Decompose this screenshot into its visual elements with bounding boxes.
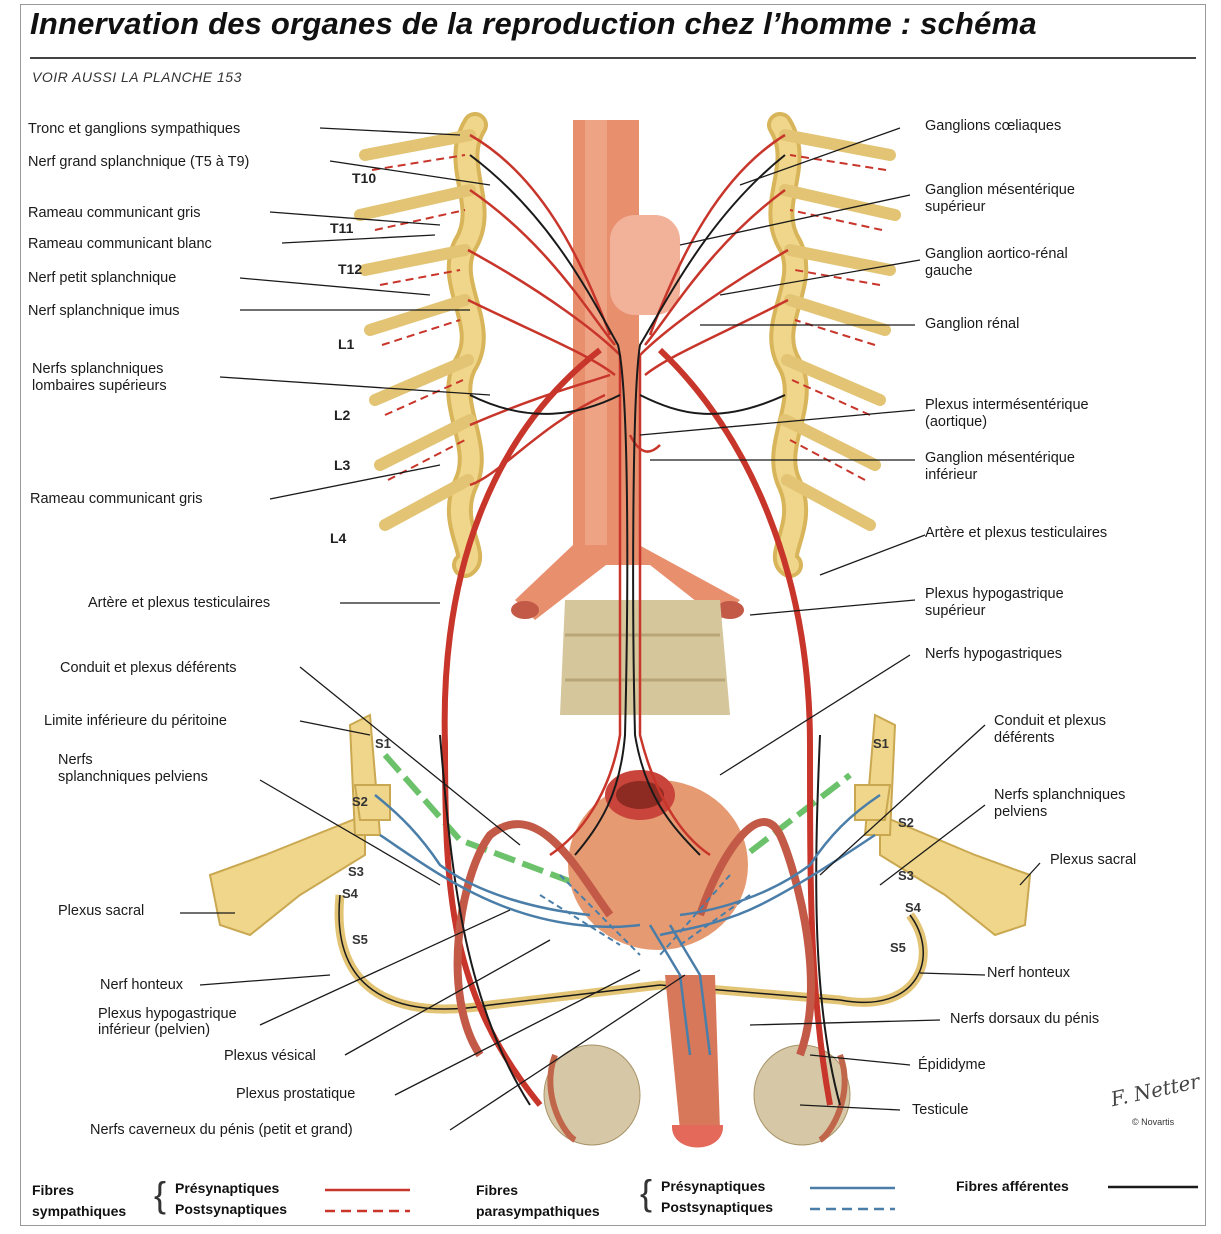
label-pudendal-nerve-left: Nerf honteux bbox=[100, 977, 183, 994]
label-dorsal-nerves-penis: Nerfs dorsaux du pénis bbox=[950, 1011, 1099, 1028]
label-superior-hypogastric-line1: Plexus hypogastrique bbox=[925, 586, 1064, 603]
penis bbox=[665, 975, 723, 1148]
copyright: © Novartis bbox=[1132, 1117, 1174, 1127]
legend-symp-swatches bbox=[325, 1180, 415, 1220]
sacral-left-s3: S3 bbox=[348, 864, 364, 879]
label-lumbar-splanchnic-line2: lombaires supérieurs bbox=[32, 378, 167, 395]
legend-parasympathetic-title: Fibres parasympathiques bbox=[476, 1180, 600, 1222]
legend-para-pre-label: Présynaptiques bbox=[661, 1176, 773, 1197]
legend-sympathetic-line2: sympathiques bbox=[32, 1201, 126, 1222]
label-pelvic-splanchnic-line2: splanchniques pelviens bbox=[58, 769, 208, 786]
vertebral-body bbox=[560, 600, 730, 715]
label-aorticorenal-line1: Ganglion aortico-rénal bbox=[925, 246, 1068, 263]
legend-para-swatches bbox=[810, 1178, 900, 1218]
label-pudendal-nerve-right: Nerf honteux bbox=[987, 965, 1070, 982]
label-renal-ganglion: Ganglion rénal bbox=[925, 316, 1019, 333]
cross-reference: VOIR AUSSI LA PLANCHE 153 bbox=[32, 69, 242, 85]
sacral-left-s5: S5 bbox=[352, 932, 368, 947]
level-t11: T11 bbox=[330, 220, 353, 236]
sacral-right-s1: S1 bbox=[873, 736, 889, 751]
label-sacral-plexus-right: Plexus sacral bbox=[1050, 852, 1136, 869]
label-gray-ramus-lower: Rameau communicant gris bbox=[30, 491, 202, 508]
label-lesser-splanchnic-nerve: Nerf petit splanchnique bbox=[28, 270, 176, 287]
sacral-right-s4: S4 bbox=[905, 900, 921, 915]
legend-sympathetic-line1: Fibres bbox=[32, 1180, 126, 1201]
label-superior-hypogastric-line2: supérieur bbox=[925, 603, 985, 620]
sacral-right-s3: S3 bbox=[898, 868, 914, 883]
label-least-splanchnic-nerve: Nerf splanchnique imus bbox=[28, 303, 180, 320]
legend-afferent-label: Fibres afférentes bbox=[956, 1176, 1069, 1197]
label-greater-splanchnic-nerve: Nerf grand splanchnique (T5 à T9) bbox=[28, 154, 249, 171]
label-vas-deferens-right-line1: Conduit et plexus bbox=[994, 713, 1106, 730]
page-title: Innervation des organes de la reproducti… bbox=[30, 6, 1037, 42]
label-testis: Testicule bbox=[912, 1102, 968, 1119]
label-vas-deferens-left: Conduit et plexus déférents bbox=[60, 660, 237, 677]
label-intermesenteric-line2: (aortique) bbox=[925, 414, 987, 431]
label-testicular-artery-left: Artère et plexus testiculaires bbox=[88, 595, 270, 612]
label-inferior-hypogastric-line2: inférieur (pelvien) bbox=[98, 1022, 210, 1039]
title-rule bbox=[30, 57, 1196, 59]
legend-symp-post-label: Postsynaptiques bbox=[175, 1199, 287, 1220]
label-pelvic-splanchnic-right-line1: Nerfs splanchniques bbox=[994, 787, 1125, 804]
label-pelvic-splanchnic-right-line2: pelviens bbox=[994, 804, 1047, 821]
label-superior-mesenteric-line2: supérieur bbox=[925, 199, 985, 216]
label-cavernous-nerves: Nerfs caverneux du pénis (petit et grand… bbox=[90, 1122, 353, 1139]
label-superior-mesenteric-line1: Ganglion mésentérique bbox=[925, 182, 1075, 199]
label-lumbar-splanchnic-line1: Nerfs splanchniques bbox=[32, 361, 163, 378]
label-aorticorenal-line2: gauche bbox=[925, 263, 973, 280]
label-celiac-ganglia: Ganglions cœliaques bbox=[925, 118, 1061, 135]
legend-afferent-swatch bbox=[1108, 1180, 1200, 1194]
legend-sympathetic-title: Fibres sympathiques bbox=[32, 1180, 126, 1222]
label-prostatic-plexus: Plexus prostatique bbox=[236, 1086, 355, 1103]
legend-brace-parasympathetic: { bbox=[640, 1174, 652, 1212]
label-vesical-plexus: Plexus vésical bbox=[224, 1048, 316, 1065]
legend-brace-sympathetic: { bbox=[154, 1176, 166, 1214]
sacral-plexus-left bbox=[210, 715, 390, 935]
level-t12: T12 bbox=[338, 261, 362, 277]
sacral-right-s5: S5 bbox=[890, 940, 906, 955]
label-epididymis: Épididyme bbox=[918, 1057, 986, 1074]
label-peritoneum-limit: Limite inférieure du péritoine bbox=[44, 713, 227, 730]
label-sacral-plexus-left: Plexus sacral bbox=[58, 903, 144, 920]
level-l1: L1 bbox=[338, 336, 354, 352]
label-hypogastric-nerves: Nerfs hypogastriques bbox=[925, 646, 1062, 663]
level-t10: T10 bbox=[352, 170, 376, 186]
legend-symp-pre-label: Présynaptiques bbox=[175, 1178, 287, 1199]
sacral-right-s2: S2 bbox=[898, 815, 914, 830]
label-inferior-mesenteric-line2: inférieur bbox=[925, 467, 977, 484]
label-sympathetic-trunk: Tronc et ganglions sympathiques bbox=[28, 121, 240, 138]
sacral-left-s4: S4 bbox=[342, 886, 358, 901]
level-l2: L2 bbox=[334, 407, 350, 423]
label-intermesenteric-line1: Plexus intermésentérique bbox=[925, 397, 1089, 414]
level-l4: L4 bbox=[330, 530, 346, 546]
label-inferior-mesenteric-line1: Ganglion mésentérique bbox=[925, 450, 1075, 467]
label-white-ramus: Rameau communicant blanc bbox=[28, 236, 212, 253]
label-inferior-hypogastric-line1: Plexus hypogastrique bbox=[98, 1006, 237, 1023]
label-testicular-artery-right: Artère et plexus testiculaires bbox=[925, 525, 1107, 542]
sacral-left-s1: S1 bbox=[375, 736, 391, 751]
legend-parasympathetic-line2: parasympathiques bbox=[476, 1201, 600, 1222]
label-vas-deferens-right-line2: déférents bbox=[994, 730, 1054, 747]
level-l3: L3 bbox=[334, 457, 350, 473]
legend-parasympathetic-line1: Fibres bbox=[476, 1180, 600, 1201]
legend-sympathetic-types: Présynaptiques Postsynaptiques bbox=[175, 1178, 287, 1220]
label-pelvic-splanchnic-line1: Nerfs bbox=[58, 752, 93, 769]
legend-parasympathetic-types: Présynaptiques Postsynaptiques bbox=[661, 1176, 773, 1218]
legend-para-post-label: Postsynaptiques bbox=[661, 1197, 773, 1218]
sacral-left-s2: S2 bbox=[352, 794, 368, 809]
label-gray-ramus: Rameau communicant gris bbox=[28, 205, 200, 222]
